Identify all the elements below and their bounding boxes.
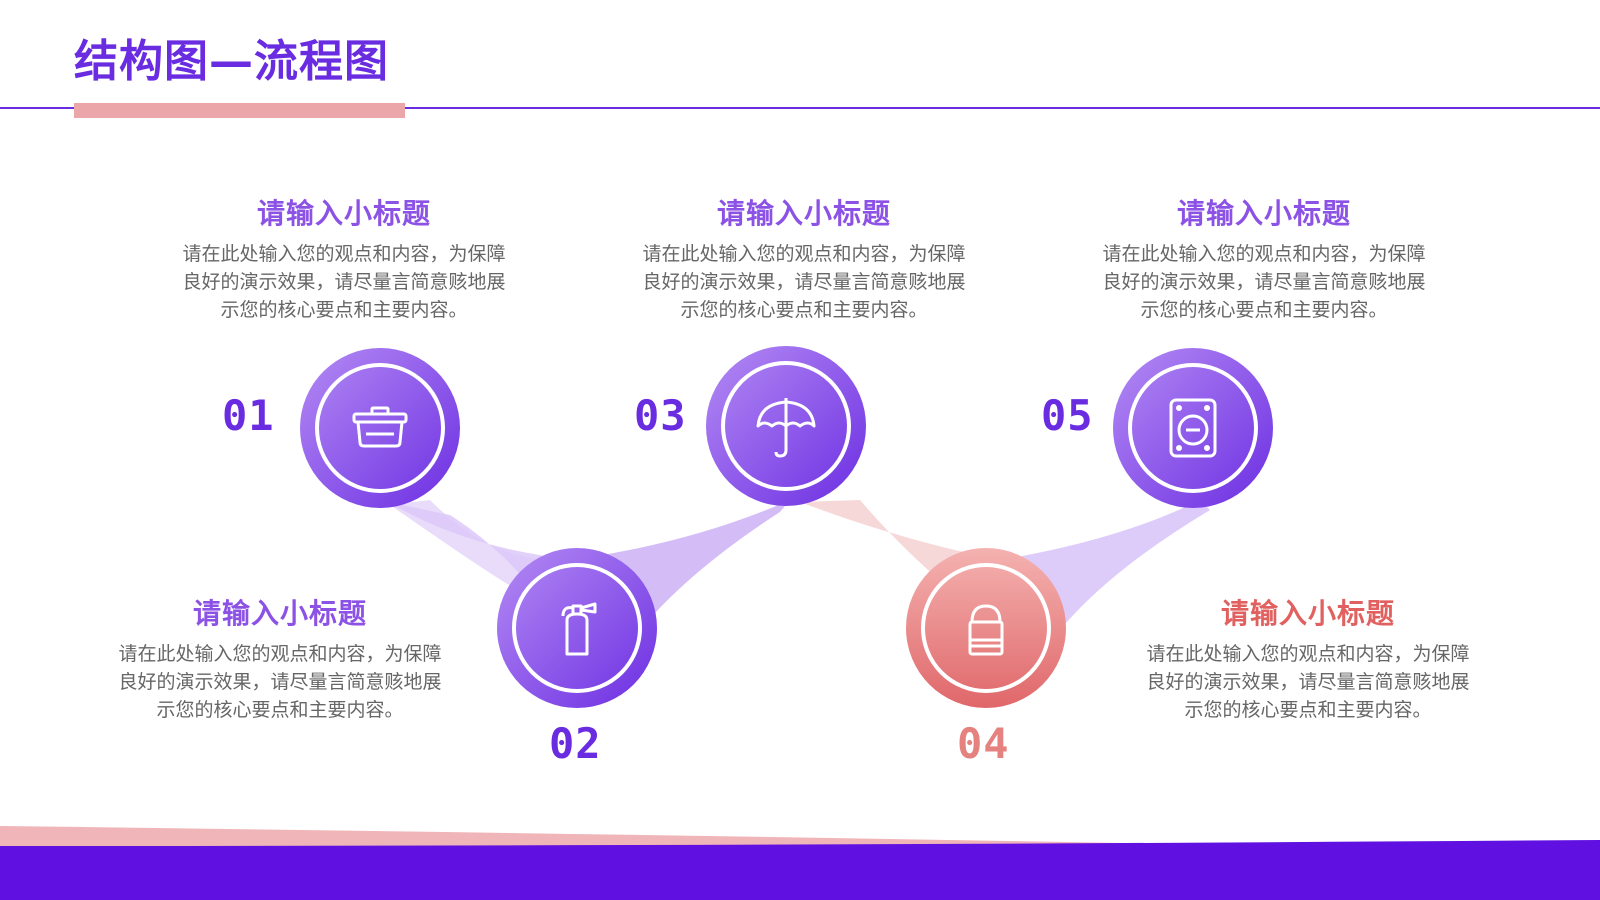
step-03-text: 请输入小标题 请在此处输入您的观点和内容，为保障 良好的演示效果，请尽量言简意赅… bbox=[604, 196, 1004, 324]
step-03-subtitle: 请输入小标题 bbox=[716, 197, 891, 230]
desc-line: 请在此处输入您的观点和内容，为保障 bbox=[182, 243, 506, 265]
desc-line: 请在此处输入您的观点和内容，为保障 bbox=[118, 643, 442, 665]
page-title: 结构图—流程图 bbox=[74, 36, 389, 87]
lunchbox-icon bbox=[330, 378, 430, 478]
towel-icon bbox=[936, 578, 1036, 678]
desc-line: 请在此处输入您的观点和内容，为保障 bbox=[642, 243, 966, 265]
desc-line: 良好的演示效果，请尽量言简意赅地展 bbox=[1146, 671, 1470, 693]
step-04-subtitle: 请输入小标题 bbox=[1220, 597, 1395, 630]
step-04-number: 04 bbox=[957, 719, 1010, 768]
node-05-circle bbox=[1113, 348, 1273, 508]
desc-line: 请在此处输入您的观点和内容，为保障 bbox=[1146, 643, 1470, 665]
desc-line: 良好的演示效果，请尽量言简意赅地展 bbox=[118, 671, 442, 693]
desc-line: 示您的核心要点和主要内容。 bbox=[220, 299, 468, 321]
desc-line: 示您的核心要点和主要内容。 bbox=[156, 699, 404, 721]
step-01-description: 请在此处输入您的观点和内容，为保障 良好的演示效果，请尽量言简意赅地展 示您的核… bbox=[144, 240, 544, 324]
step-01-number: 01 bbox=[222, 391, 275, 440]
step-01-subtitle: 请输入小标题 bbox=[256, 197, 431, 230]
fire-extinguisher-icon bbox=[527, 578, 627, 678]
step-01-text: 请输入小标题 请在此处输入您的观点和内容，为保障 良好的演示效果，请尽量言简意赅… bbox=[144, 196, 544, 324]
desc-line: 示您的核心要点和主要内容。 bbox=[1140, 299, 1388, 321]
step-05-description: 请在此处输入您的观点和内容，为保障 良好的演示效果，请尽量言简意赅地展 示您的核… bbox=[1064, 240, 1464, 324]
desc-line: 示您的核心要点和主要内容。 bbox=[680, 299, 928, 321]
step-05-number: 05 bbox=[1041, 391, 1094, 440]
step-04-text: 请输入小标题 请在此处输入您的观点和内容，为保障 良好的演示效果，请尽量言简意赅… bbox=[1108, 596, 1508, 724]
step-02-description: 请在此处输入您的观点和内容，为保障 良好的演示效果，请尽量言简意赅地展 示您的核… bbox=[80, 640, 480, 724]
node-01-circle bbox=[300, 348, 460, 508]
step-05-subtitle: 请输入小标题 bbox=[1176, 197, 1351, 230]
title-underline bbox=[0, 107, 1600, 109]
title-accent-bar bbox=[74, 103, 405, 118]
desc-line: 请在此处输入您的观点和内容，为保障 bbox=[1102, 243, 1426, 265]
node-02-circle bbox=[497, 548, 657, 708]
step-02-number: 02 bbox=[549, 719, 602, 768]
umbrella-icon bbox=[736, 376, 836, 476]
desc-line: 良好的演示效果，请尽量言简意赅地展 bbox=[182, 271, 506, 293]
step-04-description: 请在此处输入您的观点和内容，为保障 良好的演示效果，请尽量言简意赅地展 示您的核… bbox=[1108, 640, 1508, 724]
washing-machine-icon bbox=[1143, 378, 1243, 478]
step-03-description: 请在此处输入您的观点和内容，为保障 良好的演示效果，请尽量言简意赅地展 示您的核… bbox=[604, 240, 1004, 324]
step-05-text: 请输入小标题 请在此处输入您的观点和内容，为保障 良好的演示效果，请尽量言简意赅… bbox=[1064, 196, 1464, 324]
desc-line: 良好的演示效果，请尽量言简意赅地展 bbox=[1102, 271, 1426, 293]
step-02-subtitle: 请输入小标题 bbox=[192, 597, 367, 630]
node-04-circle bbox=[906, 548, 1066, 708]
desc-line: 示您的核心要点和主要内容。 bbox=[1184, 699, 1432, 721]
step-02-text: 请输入小标题 请在此处输入您的观点和内容，为保障 良好的演示效果，请尽量言简意赅… bbox=[80, 596, 480, 724]
step-03-number: 03 bbox=[634, 391, 687, 440]
desc-line: 良好的演示效果，请尽量言简意赅地展 bbox=[642, 271, 966, 293]
